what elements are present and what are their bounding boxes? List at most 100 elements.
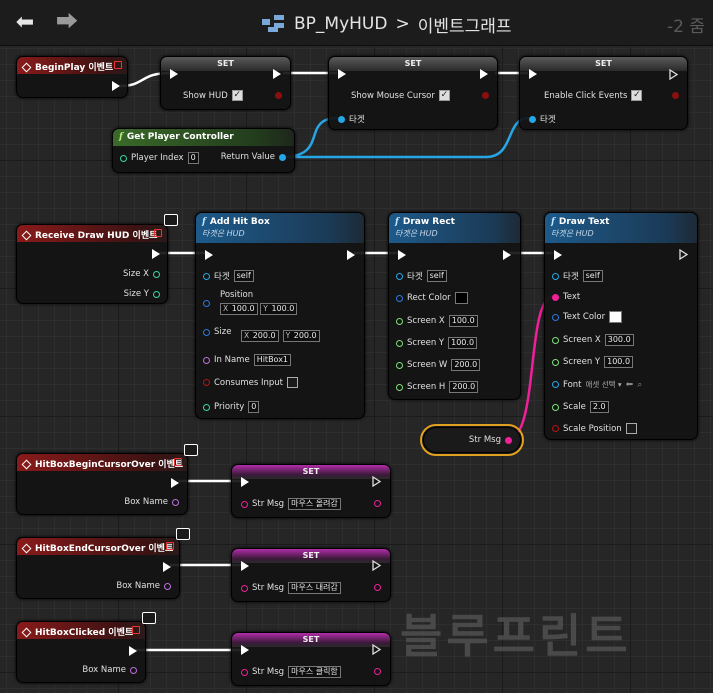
string-out-pin[interactable]	[374, 500, 381, 507]
target-pin[interactable]	[552, 272, 559, 280]
exec-out-pin[interactable]	[171, 478, 179, 488]
target-field[interactable]: self	[233, 270, 254, 282]
exec-in-pin[interactable]	[554, 250, 562, 260]
target-field[interactable]: self	[582, 270, 603, 282]
exec-out-pin[interactable]	[669, 69, 679, 80]
screen-x-field[interactable]: 300.0	[604, 334, 634, 346]
arrow-left-icon[interactable]: ⬅	[15, 10, 35, 35]
arrow-left-icon[interactable]: ⬅	[625, 379, 634, 390]
exec-in-pin[interactable]	[170, 69, 178, 79]
screen-w-field[interactable]: 200.0	[451, 359, 481, 371]
exec-in-pin[interactable]	[205, 250, 213, 260]
object-in-pin[interactable]	[552, 381, 559, 388]
bool-out-pin[interactable]	[482, 92, 489, 99]
position-y-field[interactable]: 100.0	[271, 304, 295, 313]
float-in-pin[interactable]	[396, 317, 403, 325]
exec-out-pin[interactable]	[112, 81, 120, 91]
exec-in-pin[interactable]	[241, 561, 249, 571]
target-field[interactable]: self	[426, 270, 447, 282]
in-name-field[interactable]: HitBox1	[253, 354, 292, 366]
set-show-mouse-cursor-node[interactable]: SET Show Mouse Cursor✓ 타겟	[328, 56, 498, 130]
rect-color-swatch[interactable]	[454, 292, 468, 304]
string-out-pin[interactable]	[505, 436, 512, 444]
exec-out-pin[interactable]	[679, 248, 689, 263]
str-msg-field[interactable]: 마우스 클릭함	[288, 666, 341, 678]
delegate-pin[interactable]	[166, 542, 174, 550]
str-msg-field[interactable]: 마우스 내려감	[288, 582, 341, 594]
exec-out-pin[interactable]	[347, 250, 355, 260]
string-out-pin[interactable]	[374, 584, 381, 591]
bool-in-pin[interactable]	[203, 379, 210, 386]
exec-in-pin[interactable]	[241, 477, 249, 487]
delegate-pin[interactable]	[132, 626, 140, 634]
set-show-hud-node[interactable]: SET Show HUD✓	[160, 56, 291, 110]
color-in-pin[interactable]	[396, 294, 403, 302]
exec-in-pin[interactable]	[338, 69, 346, 79]
show-hud-checkbox[interactable]: ✓	[231, 90, 243, 101]
name-out-pin[interactable]	[164, 582, 171, 590]
exec-out-pin[interactable]	[163, 562, 171, 572]
vector2d-in-pin[interactable]	[203, 300, 210, 307]
delegate-pin[interactable]	[114, 61, 122, 69]
float-in-pin[interactable]	[396, 339, 403, 347]
float-in-pin[interactable]	[396, 383, 403, 391]
screen-h-field[interactable]: 200.0	[449, 381, 479, 393]
size-y-field[interactable]: 200.0	[293, 331, 317, 340]
exec-out-pin[interactable]	[372, 475, 382, 490]
enable-click-events-checkbox[interactable]: ✓	[631, 90, 643, 101]
float-in-pin[interactable]	[552, 358, 559, 366]
hitbox-begin-cursor-over-event-node[interactable]: HitBoxBeginCursorOver 이벤트 Box Name	[16, 453, 188, 515]
size-x-field[interactable]: 200.0	[252, 331, 276, 340]
position-x-field[interactable]: 100.0	[231, 304, 255, 313]
priority-field[interactable]: 0	[248, 401, 260, 413]
exec-out-pin[interactable]	[372, 643, 382, 658]
int-out-pin[interactable]	[153, 290, 160, 298]
str-msg-variable-node[interactable]: Str Msg	[420, 424, 524, 456]
font-asset-picker[interactable]: 애셋 선택 ▾	[585, 380, 622, 389]
int-out-pin[interactable]	[153, 270, 160, 278]
name-out-pin[interactable]	[172, 498, 179, 506]
exec-in-pin[interactable]	[529, 69, 537, 79]
consumes-input-checkbox[interactable]	[287, 377, 298, 388]
exec-out-pin[interactable]	[503, 250, 511, 260]
scale-field[interactable]: 2.0	[589, 401, 609, 413]
receive-draw-hud-event-node[interactable]: Receive Draw HUD 이벤트 Size X Size Y	[16, 224, 168, 304]
target-pin[interactable]	[203, 272, 210, 280]
exec-out-pin[interactable]	[480, 69, 488, 79]
exec-in-pin[interactable]	[241, 645, 249, 655]
string-in-pin[interactable]	[552, 293, 559, 301]
target-pin[interactable]	[396, 272, 403, 280]
name-out-pin[interactable]	[130, 666, 137, 674]
vector2d-in-pin[interactable]	[203, 328, 210, 336]
object-out-pin[interactable]	[279, 153, 286, 161]
delegate-pin[interactable]	[154, 229, 162, 237]
screen-x-field[interactable]: 100.0	[448, 315, 478, 327]
delegate-pin[interactable]	[174, 458, 182, 466]
set-enable-click-events-node[interactable]: SET Enable Click Events✓ 타겟	[519, 56, 688, 130]
str-msg-field[interactable]: 마우스 올려감	[288, 498, 341, 510]
float-in-pin[interactable]	[396, 361, 403, 369]
string-out-pin[interactable]	[374, 668, 381, 675]
exec-out-pin[interactable]	[152, 249, 160, 259]
bool-out-pin[interactable]	[672, 92, 679, 99]
int-in-pin[interactable]	[120, 154, 127, 162]
float-in-pin[interactable]	[552, 336, 559, 344]
exec-out-pin[interactable]	[372, 559, 382, 574]
target-pin[interactable]	[529, 115, 536, 123]
string-in-pin[interactable]	[241, 500, 248, 508]
exec-out-pin[interactable]	[129, 646, 137, 656]
screen-y-field[interactable]: 100.0	[448, 337, 478, 349]
text-color-swatch[interactable]	[609, 311, 623, 323]
target-pin[interactable]	[338, 115, 345, 123]
arrow-right-icon[interactable]: ⮕	[55, 10, 78, 35]
string-in-pin[interactable]	[241, 668, 248, 676]
float-in-pin[interactable]	[552, 403, 559, 411]
hitbox-end-cursor-over-event-node[interactable]: HitBoxEndCursorOver 이벤트 Box Name	[16, 537, 180, 599]
name-in-pin[interactable]	[203, 356, 210, 364]
